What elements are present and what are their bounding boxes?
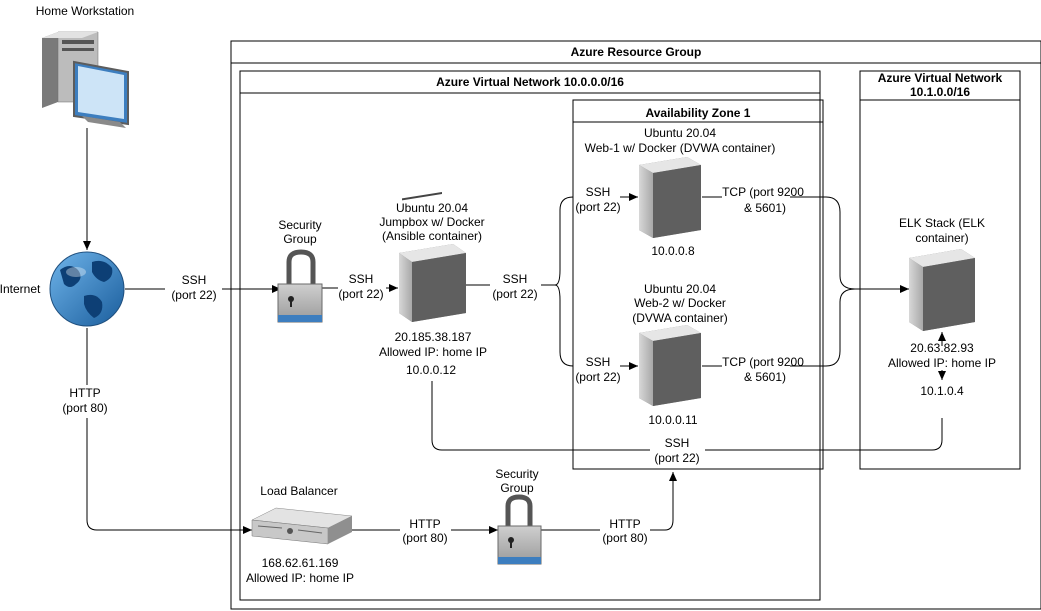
elk-line1: ELK Stack (ELK — [899, 216, 985, 230]
security-group-1: Security Group — [277, 218, 323, 323]
globe-icon — [49, 251, 125, 327]
edge-label-port80-lb: (port 80) — [402, 531, 447, 545]
edge-label-ssh-jumpbox: SSH — [503, 272, 528, 286]
elk-allowed: Allowed IP: home IP — [888, 356, 996, 370]
server-icon — [639, 325, 701, 406]
padlock-icon — [277, 249, 323, 323]
edge-label-http-sg2: HTTP — [609, 517, 640, 531]
edge-label-port80-internet: (port 80) — [62, 401, 107, 415]
edge-jumpbox-elk-a — [431, 381, 650, 451]
connectors — [83, 128, 946, 534]
azure-virtual-network-1: Azure Virtual Network 10.0.0.0/16 — [239, 70, 821, 601]
edge-web2-elk-b — [790, 288, 856, 367]
edge-labels: SSH (port 22) SSH (port 22) SSH (port 22… — [62, 185, 804, 545]
vnet1-title: Azure Virtual Network 10.0.0.0/16 — [436, 75, 624, 89]
edge-label-tcp2-web1: & 5601) — [744, 201, 786, 215]
elk-node: ELK Stack (ELK container) 20.63.82.93 Al… — [888, 216, 996, 398]
edge-split-web2 — [554, 284, 574, 367]
azure-resource-group: Azure Resource Group — [230, 40, 1041, 610]
edge-web1-elk-b — [790, 196, 856, 290]
server-icon — [909, 249, 975, 331]
jumpbox-ip: 20.185.38.187 — [395, 330, 472, 344]
home-workstation: Home Workstation — [36, 4, 134, 128]
vnet2-title-line1: Azure Virtual Network — [878, 71, 1003, 85]
edge-label-tcp2-web2: & 5601) — [744, 370, 786, 384]
web1-ip: 10.0.0.8 — [651, 244, 695, 258]
sg2-line1: Security — [495, 467, 538, 481]
jumpbox-line3: (Ansible container) — [382, 229, 482, 243]
jumpbox-line1: Ubuntu 20.04 — [396, 201, 468, 215]
vnet2-title-line2: 10.1.0.0/16 — [910, 85, 970, 99]
availability-zone-1: Availability Zone 1 — [572, 99, 824, 470]
rack-server-icon — [251, 507, 353, 545]
edge-label-ssh-internet: SSH — [182, 273, 207, 287]
internet-node: Internet — [0, 251, 125, 327]
edge-label-port22-internet: (port 22) — [171, 288, 216, 302]
jumpbox-private-ip: 10.0.0.12 — [406, 363, 456, 377]
workstation-label: Home Workstation — [36, 4, 134, 18]
edge-label-port80-sg2: (port 80) — [602, 531, 647, 545]
edge-label-http-internet: HTTP — [69, 386, 100, 400]
lb-label: Load Balancer — [260, 484, 337, 498]
edge-label-port22-web2: (port 22) — [575, 370, 620, 384]
web2-line2: Web-2 w/ Docker — [634, 296, 726, 310]
edge-label-ssh-elk: SSH — [665, 436, 690, 450]
elk-ip: 20.63.82.93 — [910, 341, 974, 355]
edge-jumpbox-elk-b — [705, 418, 943, 451]
edge-internet-lb-b — [86, 418, 252, 534]
jumpbox-line2: Jumpbox w/ Docker — [379, 215, 484, 229]
zone-title: Availability Zone 1 — [646, 106, 751, 120]
sg2-line2: Group — [500, 481, 534, 495]
elk-private-ip: 10.1.0.4 — [920, 384, 964, 398]
server-icon — [639, 157, 701, 238]
web1-line2: Web-1 w/ Docker (DVWA container) — [585, 141, 776, 155]
web1-line1: Ubuntu 20.04 — [644, 126, 716, 140]
internet-label: Internet — [0, 282, 41, 296]
web2-ip: 10.0.0.11 — [648, 413, 697, 427]
jumpbox-allowed: Allowed IP: home IP — [379, 345, 487, 359]
lb-ip: 168.62.61.169 — [262, 556, 339, 570]
edge-sg2-zone-b — [650, 472, 677, 531]
jumpbox-node: Ubuntu 20.04 Jumpbox w/ Docker (Ansible … — [379, 191, 487, 377]
edge-label-http-lb: HTTP — [409, 517, 440, 531]
edge-label-ssh-web2: SSH — [586, 355, 611, 369]
load-balancer-node: Load Balancer 168.62.61.169 Allowed IP: … — [246, 484, 354, 585]
lb-allowed: Allowed IP: home IP — [246, 571, 354, 585]
sg1-line1: Security — [278, 218, 321, 232]
edge-label-tcp-web2: TCP (port 9200 — [722, 355, 804, 369]
web2-line1: Ubuntu 20.04 — [644, 282, 716, 296]
desktop-computer-icon — [42, 31, 129, 128]
web2-node: Ubuntu 20.04 Web-2 w/ Docker (DVWA conta… — [632, 282, 728, 427]
edge-label-ssh-sg1: SSH — [349, 272, 374, 286]
azure-virtual-network-2: Azure Virtual Network 10.1.0.0/16 — [859, 70, 1021, 470]
sg1-line2: Group — [283, 232, 317, 246]
elk-line2: container) — [915, 231, 968, 245]
edge-label-port22-elk: (port 22) — [654, 451, 699, 465]
edge-label-port22-web1: (port 22) — [575, 200, 620, 214]
web2-line3: (DVWA container) — [632, 311, 728, 325]
resource-group-title: Azure Resource Group — [571, 45, 702, 59]
edge-label-port22-jumpbox: (port 22) — [492, 287, 537, 301]
edge-split-web1 — [554, 196, 574, 286]
server-icon — [399, 191, 466, 322]
edge-label-tcp-web1: TCP (port 9200 — [722, 185, 804, 199]
padlock-icon — [497, 494, 542, 565]
security-group-2: Security Group — [495, 467, 542, 565]
web1-node: Ubuntu 20.04 Web-1 w/ Docker (DVWA conta… — [585, 126, 776, 258]
edge-label-port22-sg1: (port 22) — [338, 287, 383, 301]
edge-label-ssh-web1: SSH — [586, 185, 611, 199]
